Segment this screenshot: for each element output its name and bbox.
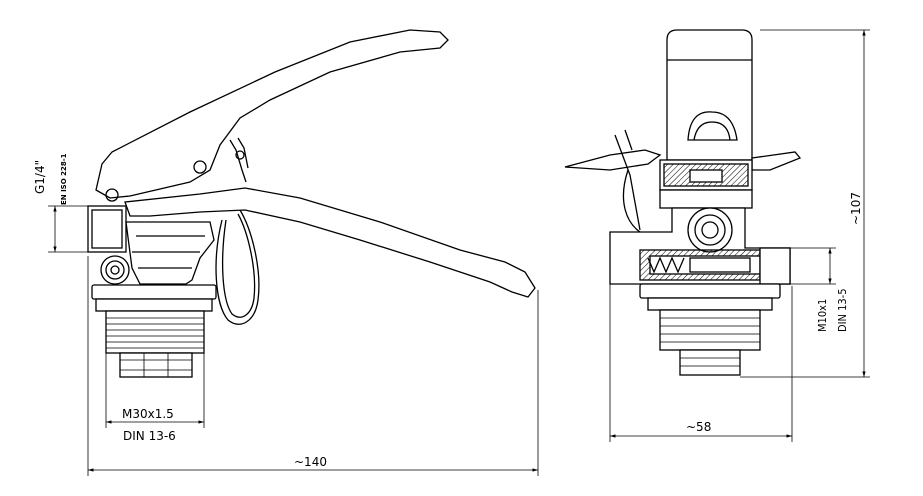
overall-height-label: ~107	[849, 192, 863, 225]
lever-pivot	[193, 160, 207, 174]
gauge-spring	[647, 256, 685, 274]
flange	[91, 284, 217, 300]
overall-width-label: ~58	[686, 420, 711, 434]
front-view	[564, 29, 802, 376]
side-roller	[100, 255, 130, 285]
inlet-thread-std-label: EN ISO 228-1	[60, 153, 68, 205]
outlet-thread	[105, 310, 205, 354]
outlet-thread-std-label: DIN 13-6	[123, 429, 176, 443]
gauge-thread-label: M10x1	[816, 299, 829, 332]
overall-length-label: ~140	[294, 455, 327, 469]
front-pin-handle	[564, 149, 662, 171]
top-lever	[95, 29, 449, 199]
pin-ring	[215, 209, 260, 325]
front-lever-plate	[666, 29, 753, 161]
front-view-dimensions	[609, 29, 870, 442]
outlet-thread-label: M30x1.5	[122, 407, 174, 421]
thumb-button	[687, 111, 738, 141]
inlet-thread-label: G1/4"	[33, 160, 47, 194]
siphon-connector	[119, 352, 193, 378]
front-thread	[659, 309, 761, 351]
safety-pin	[229, 139, 247, 183]
valve-body	[125, 221, 215, 285]
side-view-dimensions	[48, 205, 539, 476]
side-view	[87, 29, 536, 378]
bottom-handle	[124, 187, 536, 298]
gauge-thread-std-label: DIN 13-5	[836, 288, 849, 332]
inlet-block	[87, 205, 127, 253]
